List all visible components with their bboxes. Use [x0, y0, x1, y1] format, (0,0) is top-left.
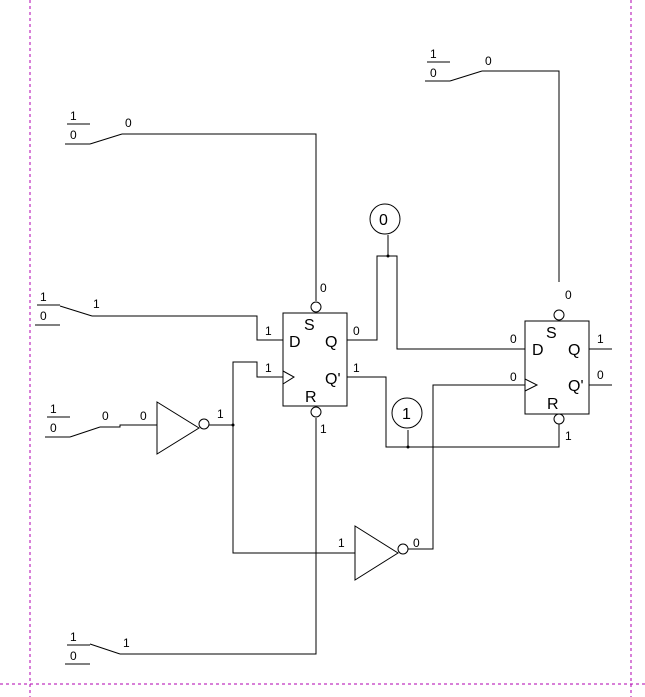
svg-text:0: 0 — [50, 421, 57, 435]
flip-flop-body — [282, 312, 348, 407]
wire-not2-to-ff2-clk — [408, 384, 525, 550]
reset-bubble — [553, 413, 565, 425]
ff1-clk-value: 1 — [265, 361, 272, 375]
toggle-switch-3[interactable]: 1 0 — [35, 290, 93, 326]
svg-text:1: 1 — [40, 290, 47, 304]
svg-text:0: 0 — [70, 649, 77, 663]
toggle-switch-5[interactable]: 1 0 — [65, 630, 121, 665]
probe-value: 0 — [379, 212, 388, 229]
pin-r-label: R — [305, 389, 317, 406]
wire-sw1-to-ff1-s — [122, 133, 317, 301]
wire-sw4-to-not1 — [100, 424, 157, 428]
clock-triangle — [282, 370, 295, 385]
wire-not1-to-not2 — [232, 425, 355, 554]
sr-d-flip-flop-2[interactable]: S D Q Q' R — [524, 309, 590, 425]
clock-triangle — [524, 378, 539, 392]
ff2-s-value: 0 — [565, 288, 572, 302]
not1-output-value: 1 — [217, 407, 224, 421]
junction-dot — [386, 254, 390, 258]
output-probe-qn: 1 — [391, 397, 423, 429]
ff1-s-value: 0 — [320, 281, 327, 295]
svg-text:1: 1 — [50, 402, 57, 416]
ff2-q-value: 1 — [597, 332, 604, 346]
pin-r-label: R — [547, 396, 559, 413]
wire-ff1-q-to-ff2-d — [388, 255, 525, 350]
ff2-r-value: 1 — [565, 429, 572, 443]
wire-ff1-qn-to-ff2-r — [347, 376, 560, 448]
svg-text:0: 0 — [430, 66, 437, 80]
not-gate-body — [354, 525, 399, 581]
not1-input-value: 0 — [140, 409, 147, 423]
probe-circle — [391, 397, 423, 429]
pin-s-label: S — [304, 317, 315, 334]
not-gate-body — [156, 401, 200, 455]
pin-qn-label: Q' — [325, 371, 341, 388]
sr-d-flip-flop-1[interactable]: S D Q Q' R — [282, 301, 348, 418]
pin-d-label: D — [532, 342, 544, 359]
pin-q-label: Q — [325, 334, 337, 351]
ff2-qn-value: 0 — [597, 368, 604, 382]
not2-input-value: 1 — [338, 536, 345, 550]
switch-4-output-value: 0 — [102, 409, 109, 423]
pin-qn-label: Q' — [568, 378, 584, 395]
svg-text:1: 1 — [430, 47, 437, 61]
toggle-switch-4[interactable]: 1 0 — [45, 402, 101, 438]
not-gate-1[interactable] — [156, 401, 210, 455]
svg-text:0: 0 — [70, 128, 77, 142]
not2-output-value: 0 — [413, 536, 420, 550]
wire-sw3-to-ff1-d — [92, 315, 283, 341]
not-gate-bubble — [198, 418, 210, 430]
ff2-d-value: 0 — [510, 332, 517, 346]
reset-bubble — [310, 406, 322, 418]
toggle-switch-2[interactable]: 1 0 — [425, 47, 483, 82]
switch-1-output-value: 0 — [125, 116, 132, 130]
switch-3-output-value: 1 — [93, 297, 100, 311]
wire-ff1-q-up — [347, 255, 388, 341]
wire-sw5-to-ff1-r — [120, 418, 317, 655]
svg-text:0: 0 — [40, 309, 47, 323]
ff1-q-value: 0 — [353, 324, 360, 338]
pin-d-label: D — [289, 334, 301, 351]
set-bubble — [553, 309, 565, 321]
svg-text:1: 1 — [70, 630, 77, 644]
ff2-clk-value: 0 — [510, 370, 517, 384]
junction-dot — [406, 445, 410, 449]
pin-q-label: Q — [568, 342, 580, 359]
probe-value: 1 — [402, 406, 411, 423]
set-bubble — [310, 301, 322, 313]
pin-s-label: S — [546, 325, 557, 342]
not-gate-bubble — [397, 543, 409, 555]
not-gate-2[interactable] — [354, 525, 409, 581]
switch-2-output-value: 0 — [485, 54, 492, 68]
ff1-qn-value: 1 — [353, 361, 360, 375]
switch-5-output-value: 1 — [123, 636, 130, 650]
ff1-r-value: 1 — [320, 422, 327, 436]
toggle-switch-1[interactable]: 1 0 — [65, 109, 123, 145]
output-probe-q: 0 — [369, 203, 401, 235]
junction-dot — [231, 423, 235, 427]
svg-text:1: 1 — [70, 109, 77, 123]
probe-circle — [369, 203, 401, 235]
wire-not1-to-ff1-clk — [232, 361, 283, 425]
ff1-d-value: 1 — [265, 324, 272, 338]
wire-sw2-to-ff2-s — [482, 70, 560, 282]
